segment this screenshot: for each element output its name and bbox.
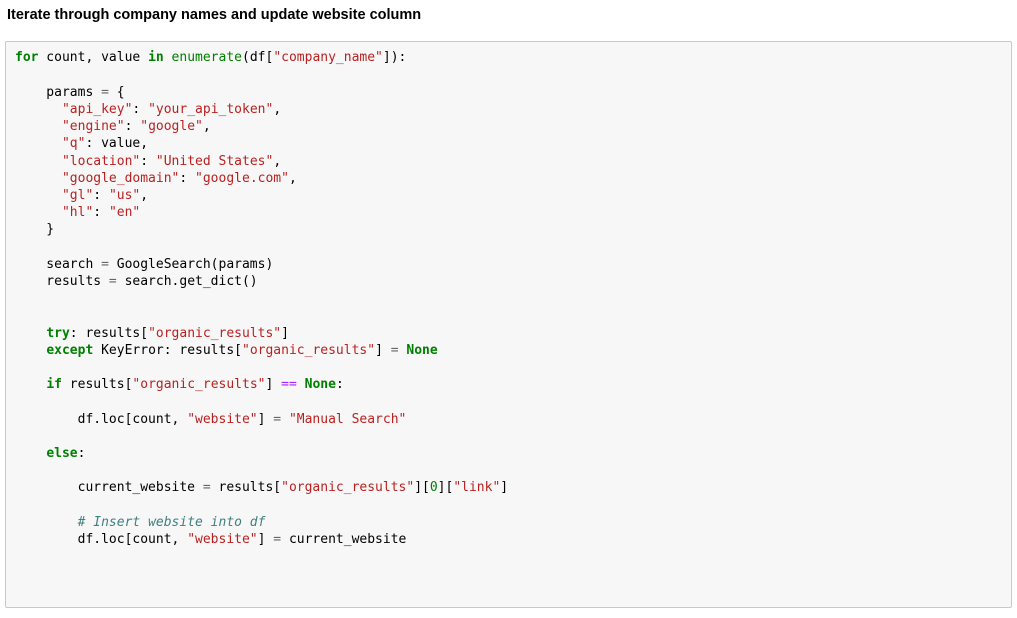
code-block: for count, value in enumerate(df["compan… bbox=[5, 41, 1012, 608]
code-content: for count, value in enumerate(df["compan… bbox=[15, 50, 509, 548]
section-heading: Iterate through company names and update… bbox=[7, 7, 422, 23]
